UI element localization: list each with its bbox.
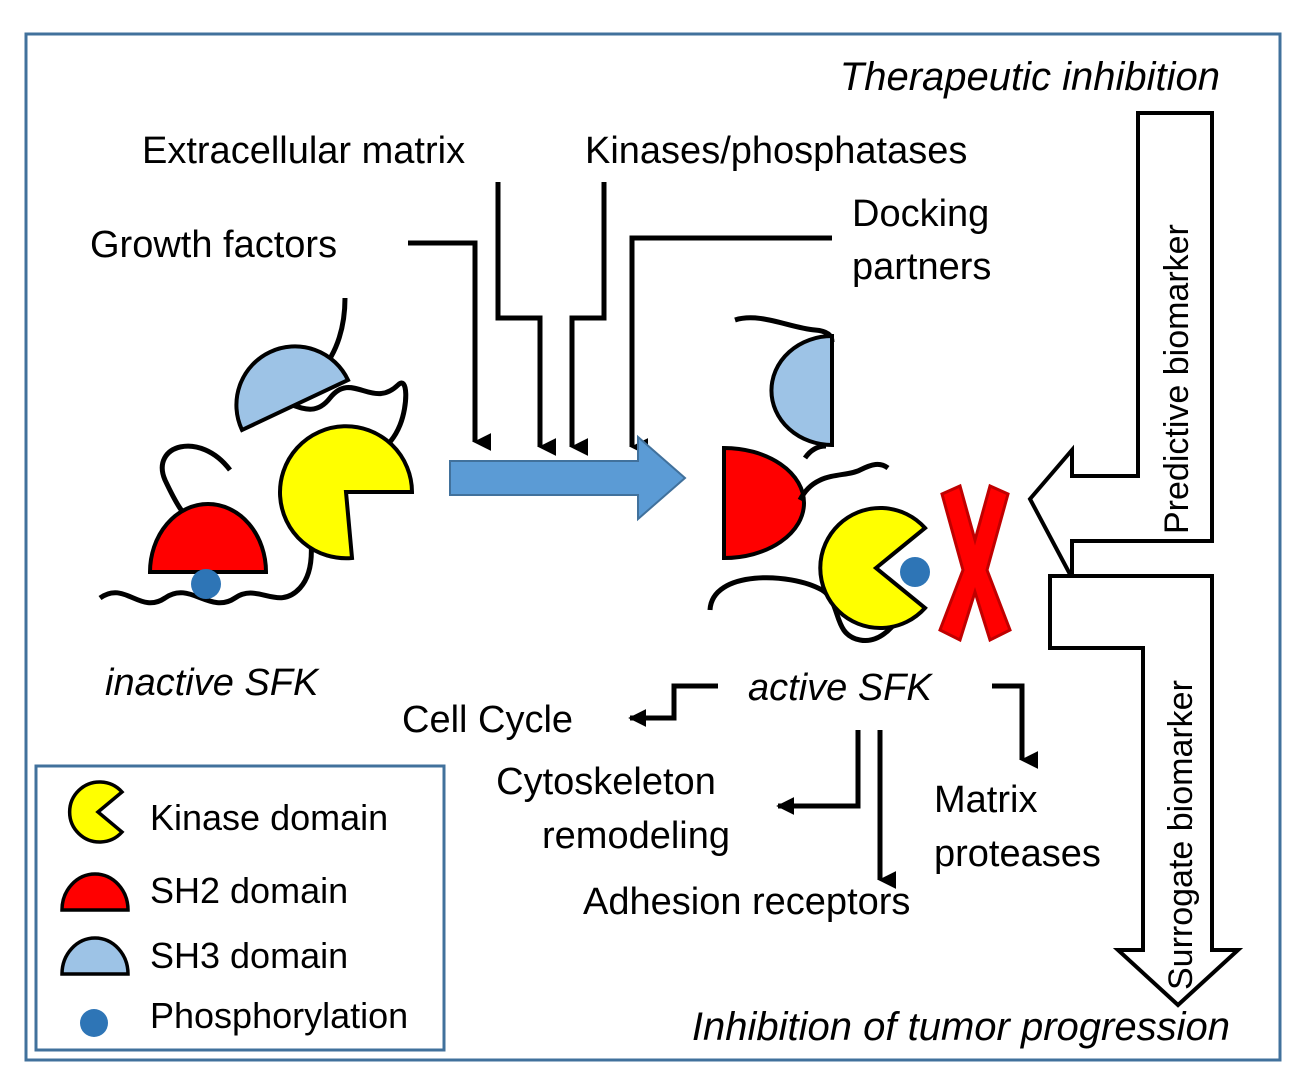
docking-partners-label-line1: Docking [852,193,989,235]
legend-sh2-icon [60,872,130,912]
legend-phosphorylation-icon [80,1009,108,1037]
surrogate-biomarker-arrow [1048,574,1244,1008]
active-linker-right [797,461,890,502]
input-arrows [408,182,832,456]
matrix-proteases-label-line1: Matrix [934,779,1037,821]
kinase-domain-inactive [278,424,415,561]
predictive-biomarker-label: Predictive biomarker [1158,224,1196,534]
sh2-domain-inactive [147,502,269,574]
tumor-progression-label: Inhibition of tumor progression [692,1005,1230,1049]
legend-kinase-label: Kinase domain [150,797,388,838]
predictive-biomarker-arrow [1027,111,1214,579]
docking-partners-label-line2: partners [852,246,991,288]
matrix-proteases-arrow [992,683,1039,769]
active-sfk [707,315,1012,643]
activation-arrow [449,434,687,522]
kinases-phosphatases-label: Kinases/phosphatases [585,130,967,172]
sh3-domain-inactive [234,344,351,433]
surrogate-biomarker-label: Surrogate biomarker [1162,680,1200,990]
cytoskeleton-arrow [776,730,861,815]
output-arrows [628,683,1039,889]
docking-partners-arrow [629,235,832,456]
active-sfk-label: active SFK [748,667,933,709]
adhesion-receptors-label: Adhesion receptors [583,881,910,923]
inhibition-x-icon [938,483,1012,643]
legend-sh2-label: SH2 domain [150,870,348,911]
matrix-proteases-label-line2: proteases [934,833,1101,875]
sh2-domain-active [722,445,806,561]
cytoskeleton-label-line2: remodeling [542,815,730,857]
inactive-sfk [98,297,415,606]
legend-phosphorylation-label: Phosphorylation [150,995,408,1036]
legend-sh3-label: SH3 domain [150,935,348,976]
cell-cycle-arrow [628,683,718,727]
legend: Kinase domain SH2 domain SH3 domain Phos… [34,764,446,1052]
kinases-arrow [569,182,607,456]
cytoskeleton-label-line1: Cytoskeleton [496,761,716,803]
extracellular-matrix-label: Extracellular matrix [142,130,465,172]
active-linker-mid [802,443,827,460]
kinase-domain-active [818,506,928,630]
phosphorylation-dot-active [900,557,930,587]
inactive-linker [98,498,314,606]
outer-frame [24,32,1282,1062]
growth-factors-arrow [408,240,492,451]
growth-factors-label: Growth factors [90,224,337,266]
legend-sh3-icon [60,936,130,976]
inactive-linker-top [253,380,409,462]
cell-cycle-label: Cell Cycle [402,699,573,741]
therapeutic-inhibition-label: Therapeutic inhibition [840,55,1220,99]
extracellular-matrix-arrow [495,182,557,456]
inactive-sfk-label: inactive SFK [105,662,320,704]
legend-kinase-icon [67,780,125,844]
sh3-domain-active [769,333,834,448]
phosphorylation-dot-inactive [191,569,221,599]
